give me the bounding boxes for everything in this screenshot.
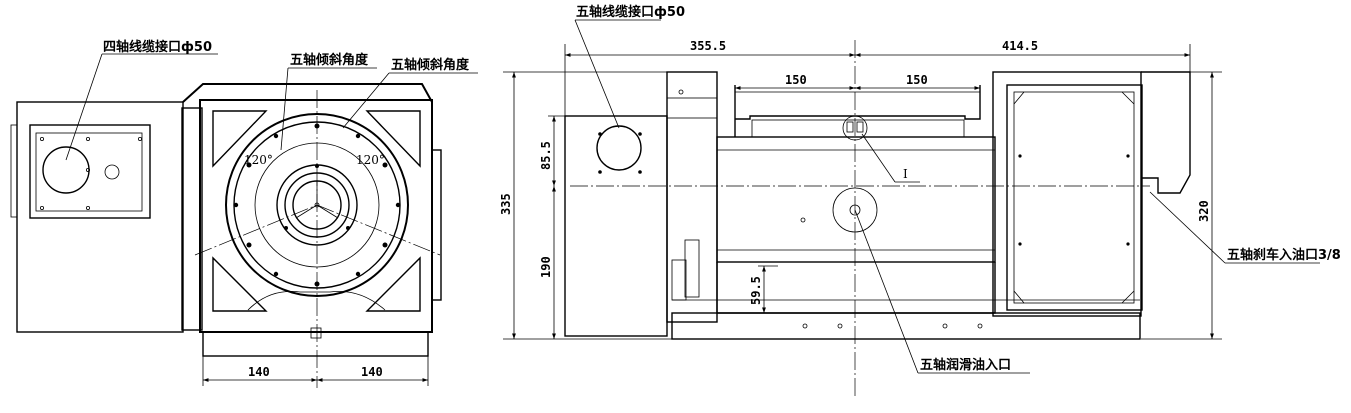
label-detail-i: I	[903, 167, 908, 181]
side-right-motor	[992, 71, 1142, 317]
label-brake-oil: 五轴刹车入油口3/8	[1227, 247, 1341, 263]
angle-right: 120°	[356, 153, 385, 167]
label-4axis-cable: 四轴线缆接口ф50	[103, 39, 212, 55]
dim-190: 190	[539, 256, 553, 278]
dim-335: 335	[499, 193, 513, 215]
base-plate	[202, 331, 429, 357]
dim-320: 320	[1197, 200, 1211, 222]
angle-left: 120°	[244, 153, 273, 167]
label-lube-oil: 五轴润滑油入口	[920, 357, 1011, 373]
dim-355-5: 355.5	[690, 39, 726, 53]
dim-150-right: 150	[906, 73, 928, 87]
dim-right-140: 140	[361, 365, 383, 379]
side-view: 五轴线缆接口ф50 五轴刹车入油口3/8 五轴润滑油入口 I 355.5 414…	[499, 4, 1341, 398]
front-view: 四轴线缆接口ф50 五轴倾斜角度 五轴倾斜角度 120° 120° 140 14…	[10, 39, 478, 388]
motor-housing	[16, 101, 184, 333]
side-motor-block	[564, 115, 668, 337]
label-5axis-cable: 五轴线缆接口ф50	[576, 4, 685, 20]
label-5axis-tilt-a: 五轴倾斜角度	[290, 52, 369, 68]
dim-414-5: 414.5	[1002, 39, 1038, 53]
dim-150-left: 150	[785, 73, 807, 87]
cable-port-4axis	[42, 146, 90, 194]
side-base	[671, 312, 1141, 340]
motor-flange	[10, 124, 18, 218]
cable-port-5axis	[596, 125, 642, 171]
dim-59-5: 59.5	[749, 276, 763, 305]
label-5axis-tilt-b: 五轴倾斜角度	[391, 57, 470, 73]
dim-85-5: 85.5	[539, 141, 553, 170]
dim-left-140: 140	[248, 365, 270, 379]
cylinder-body	[716, 136, 996, 263]
cable-port-plate	[29, 124, 151, 219]
